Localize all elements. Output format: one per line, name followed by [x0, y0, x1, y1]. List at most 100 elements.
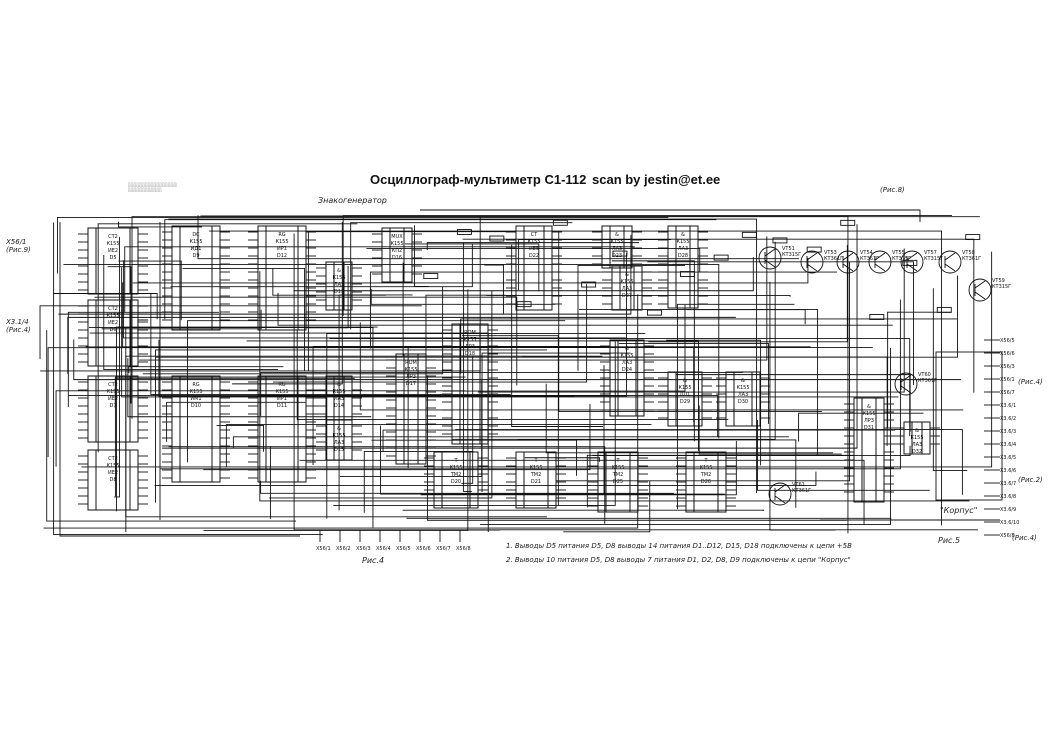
chip-text-d27: ЛА3: [622, 286, 632, 292]
wire-segment: [89, 332, 489, 532]
chip-text-d17: К155: [404, 367, 417, 373]
connector-label-bottom: X56/4: [376, 546, 391, 552]
resistor: [423, 273, 439, 280]
transistor-emitter: [806, 263, 818, 272]
chip-text-d31: D31: [864, 425, 874, 431]
transistor-collector: [900, 374, 912, 383]
wire-segment: [107, 266, 132, 404]
transistor-vt60: [894, 372, 918, 396]
transistor-collector: [944, 252, 956, 261]
chip-text-d26: T: [703, 458, 708, 464]
chip-d28: [667, 225, 699, 309]
transistor-model: КТ315Г: [924, 256, 943, 262]
wire-segment: [577, 265, 686, 371]
transistor-emitter: [842, 263, 854, 272]
connector-label-bottom: X56/2: [336, 546, 351, 552]
wire-segment: [158, 339, 575, 397]
wire-segment: [53, 222, 323, 535]
chip-text-d11: ИР1: [277, 396, 287, 402]
wire-segment: [232, 221, 343, 385]
wire-segment: [486, 294, 791, 297]
chip-blocks: [87, 225, 931, 513]
wire-segment: [88, 327, 374, 528]
connector-label: X3.6/6: [1000, 468, 1016, 474]
chip-d6: [87, 299, 139, 367]
resistor: [679, 271, 695, 277]
chip-text-d8: D8: [109, 477, 116, 483]
wire-segment: [299, 459, 865, 525]
wire-segment: [197, 215, 799, 260]
connector-label-bottom: X56/5: [396, 546, 411, 552]
connector-label: X3.6/7: [1000, 481, 1016, 487]
wire-segment: [63, 263, 720, 439]
chip-text-d30: К155: [736, 385, 749, 391]
wire-segment: [168, 446, 606, 524]
power-block-frame: [935, 351, 1003, 501]
transistor-label: VT58: [962, 250, 975, 256]
resistor: [772, 237, 788, 244]
chip-text-d31: &: [867, 404, 871, 410]
wire-segment: [277, 292, 893, 326]
wire-segment: [121, 267, 899, 398]
wire-segment: [326, 333, 646, 519]
wire-segment: [413, 225, 429, 287]
wire-segment: [648, 245, 848, 343]
wire-segment: [672, 263, 691, 269]
chip-text-d6: ИЕ2: [108, 320, 118, 326]
chip-text-d10: D10: [191, 403, 201, 409]
chip-text-d18: D18: [465, 351, 475, 357]
wire-segment: [370, 289, 556, 305]
chip-text-d7: D7: [109, 403, 116, 409]
resistor: [741, 231, 757, 238]
wire-segment: [160, 299, 901, 470]
wire-segment: [131, 216, 980, 419]
connector-label: X56/1: [1000, 377, 1015, 383]
wire-segment: [666, 339, 762, 466]
chip-d12: [257, 225, 307, 331]
wire-segment: [182, 268, 306, 372]
wire-segment: [73, 339, 962, 381]
chip-text-d8: CT2: [108, 456, 118, 462]
transistor-emitter: [906, 263, 918, 272]
transistor-emitter: [774, 495, 786, 504]
wire-segment: [58, 235, 632, 315]
chip-text-d18: ЛР3: [465, 344, 475, 350]
chip-text-d12: RG: [278, 232, 285, 238]
top-bus: [420, 209, 921, 222]
chip-text-d20: ТМ2: [450, 472, 462, 478]
transistor-vt58: [938, 250, 962, 274]
wire-segment: [757, 419, 930, 491]
scan-credit: scan by jestin@et.ee: [592, 172, 721, 187]
wire-segment: [122, 282, 811, 348]
resistor: [581, 281, 597, 288]
chip-text-d25: D25: [613, 479, 623, 485]
chip-text-d10: RG: [192, 382, 199, 388]
chip-text-d15: &: [337, 426, 341, 432]
connector-label: X56/8: [1000, 533, 1015, 539]
chip-text-d13: &: [337, 268, 341, 274]
wire-segment: [293, 233, 978, 531]
connector-label: X3.6/9: [1000, 507, 1016, 513]
wire-segment: [67, 316, 736, 375]
chip-text-d30: ЛА3: [738, 392, 748, 398]
wire-segment: [545, 383, 834, 454]
chip-d15: [325, 419, 353, 461]
wire-segment: [139, 236, 768, 361]
wire-segment: [350, 222, 573, 330]
connector-label: X56/7: [1000, 390, 1015, 396]
chip-text-d11: К155: [275, 389, 288, 395]
wire-segment: [155, 275, 958, 358]
chip-text-d10: ИМ1: [190, 396, 201, 402]
wire-segment: [522, 356, 888, 446]
transistor-label: VT51: [782, 246, 795, 252]
stamp-line: ░░░░░░░░░░░░░░░░: [128, 182, 178, 187]
wire-segment: [407, 347, 873, 469]
wire-segment: [56, 217, 669, 274]
chip-d22: [515, 225, 553, 311]
transistor-vt53: [800, 250, 824, 274]
wire-segment: [461, 335, 559, 505]
resistor: [902, 259, 918, 266]
section-label-charactergen: Знакогенератор: [318, 196, 387, 205]
archive-stamp: ░░░░░░░░░░░░░░░░ ░░░░░░░░░░░: [128, 182, 208, 192]
